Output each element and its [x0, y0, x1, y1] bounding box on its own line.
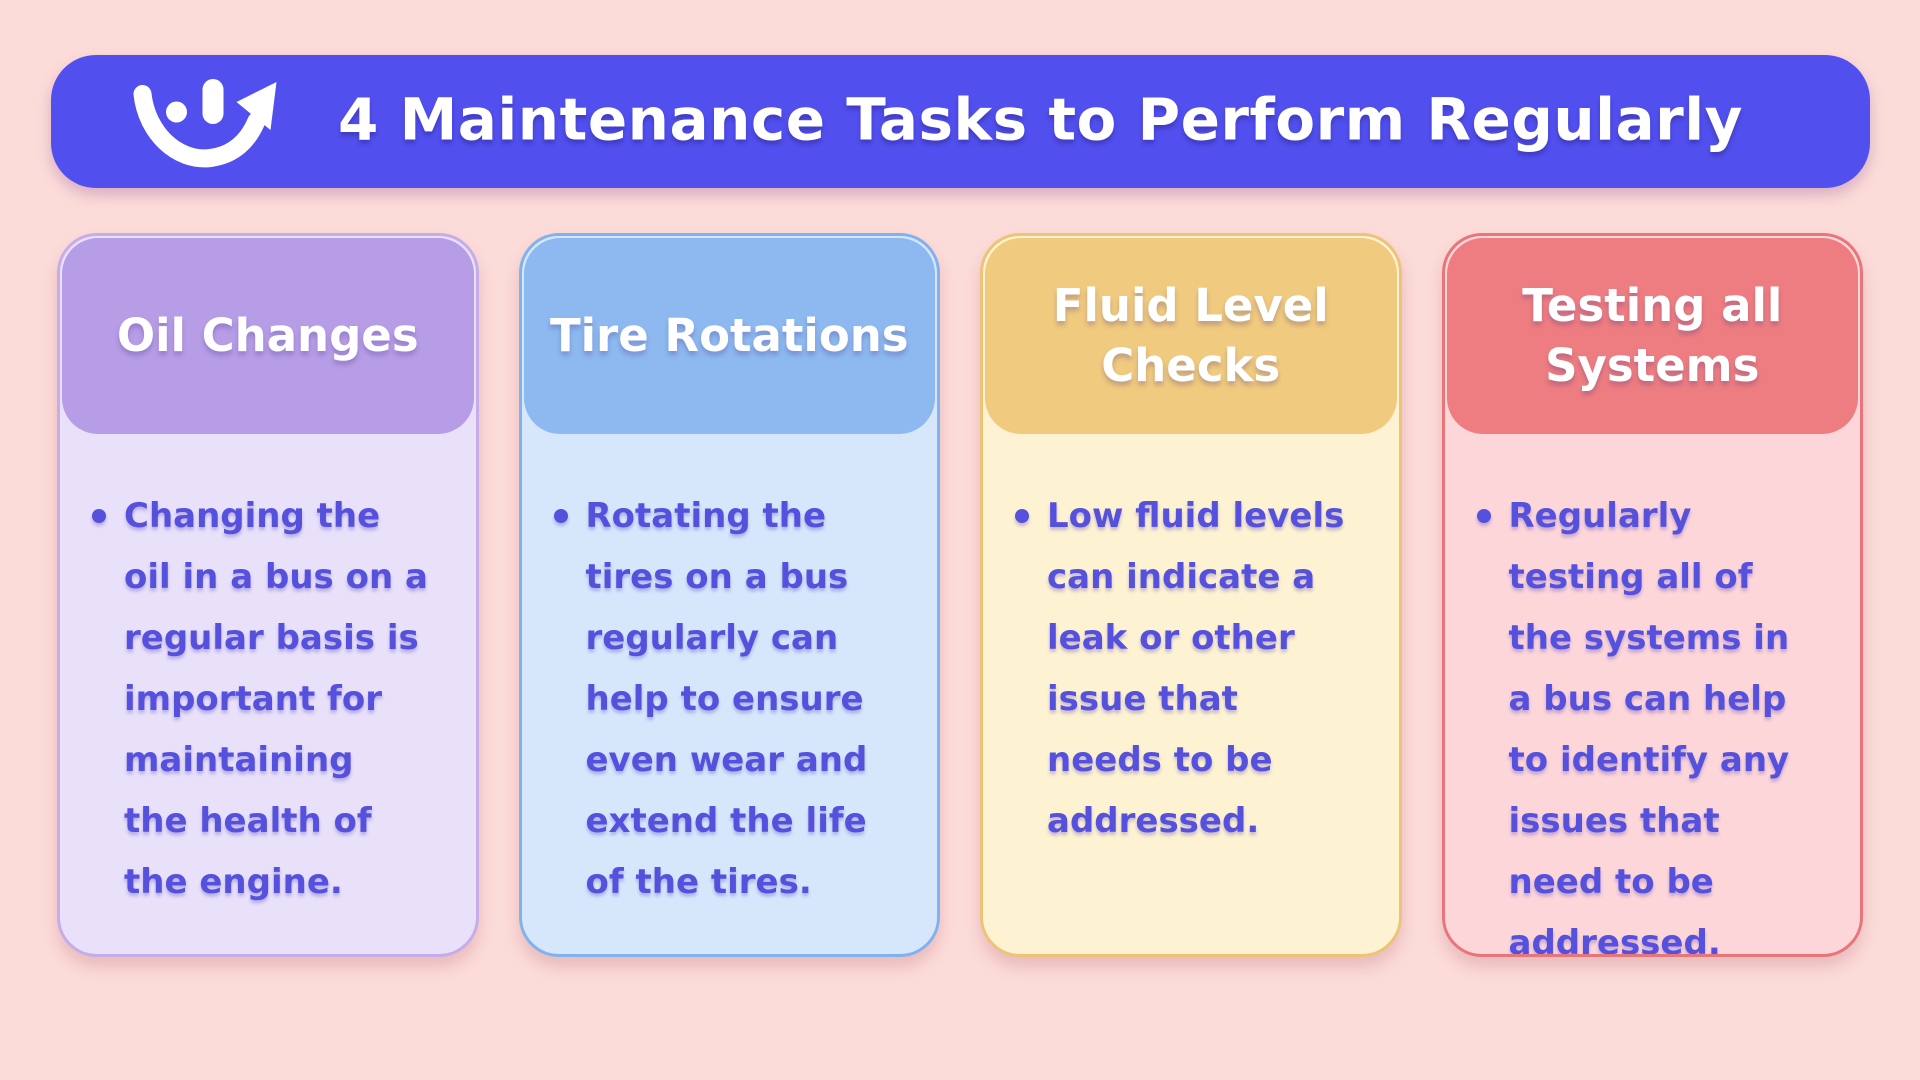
card-body: Regularly testing all of the systems in … [1445, 436, 1861, 954]
card-title: Oil Changes [116, 309, 419, 363]
smile-arrow-icon [133, 78, 277, 167]
bullet-list: Changing the oil in a bus on a regular b… [90, 486, 462, 913]
card-body: Low fluid levels can indicate a leak or … [983, 436, 1399, 852]
title-bar: 4 Maintenance Tasks to Perform Regularly [51, 55, 1870, 188]
card-header: Testing all Systems [1446, 238, 1858, 434]
card-fluid-level-checks: Fluid Level Checks Low fluid levels can … [980, 233, 1402, 957]
card-title: Testing all Systems [1522, 279, 1783, 392]
card-title: Fluid Level Checks [1052, 279, 1329, 392]
bullet-list: Rotating the tires on a bus regularly ca… [552, 486, 924, 913]
bullet-list: Regularly testing all of the systems in … [1475, 486, 1847, 954]
card-header: Tire Rotations [523, 238, 935, 434]
bullet-list: Low fluid levels can indicate a leak or … [1013, 486, 1385, 852]
cards-row: Oil Changes Changing the oil in a bus on… [57, 233, 1863, 957]
bullet-item: Regularly testing all of the systems in … [1475, 486, 1847, 954]
bullet-item: Changing the oil in a bus on a regular b… [90, 486, 462, 913]
card-tire-rotations: Tire Rotations Rotating the tires on a b… [518, 233, 940, 957]
card-testing-all-systems: Testing all Systems Regularly testing al… [1441, 233, 1863, 957]
bullet-item: Rotating the tires on a bus regularly ca… [552, 486, 924, 913]
card-header: Fluid Level Checks [985, 238, 1397, 434]
card-title: Tire Rotations [549, 309, 909, 363]
card-header: Oil Changes [62, 238, 474, 434]
page-title: 4 Maintenance Tasks to Perform Regularly [338, 84, 1743, 153]
bullet-item: Low fluid levels can indicate a leak or … [1013, 486, 1385, 852]
card-body: Rotating the tires on a bus regularly ca… [522, 436, 938, 913]
card-oil-changes: Oil Changes Changing the oil in a bus on… [57, 233, 479, 957]
card-body: Changing the oil in a bus on a regular b… [60, 436, 476, 913]
